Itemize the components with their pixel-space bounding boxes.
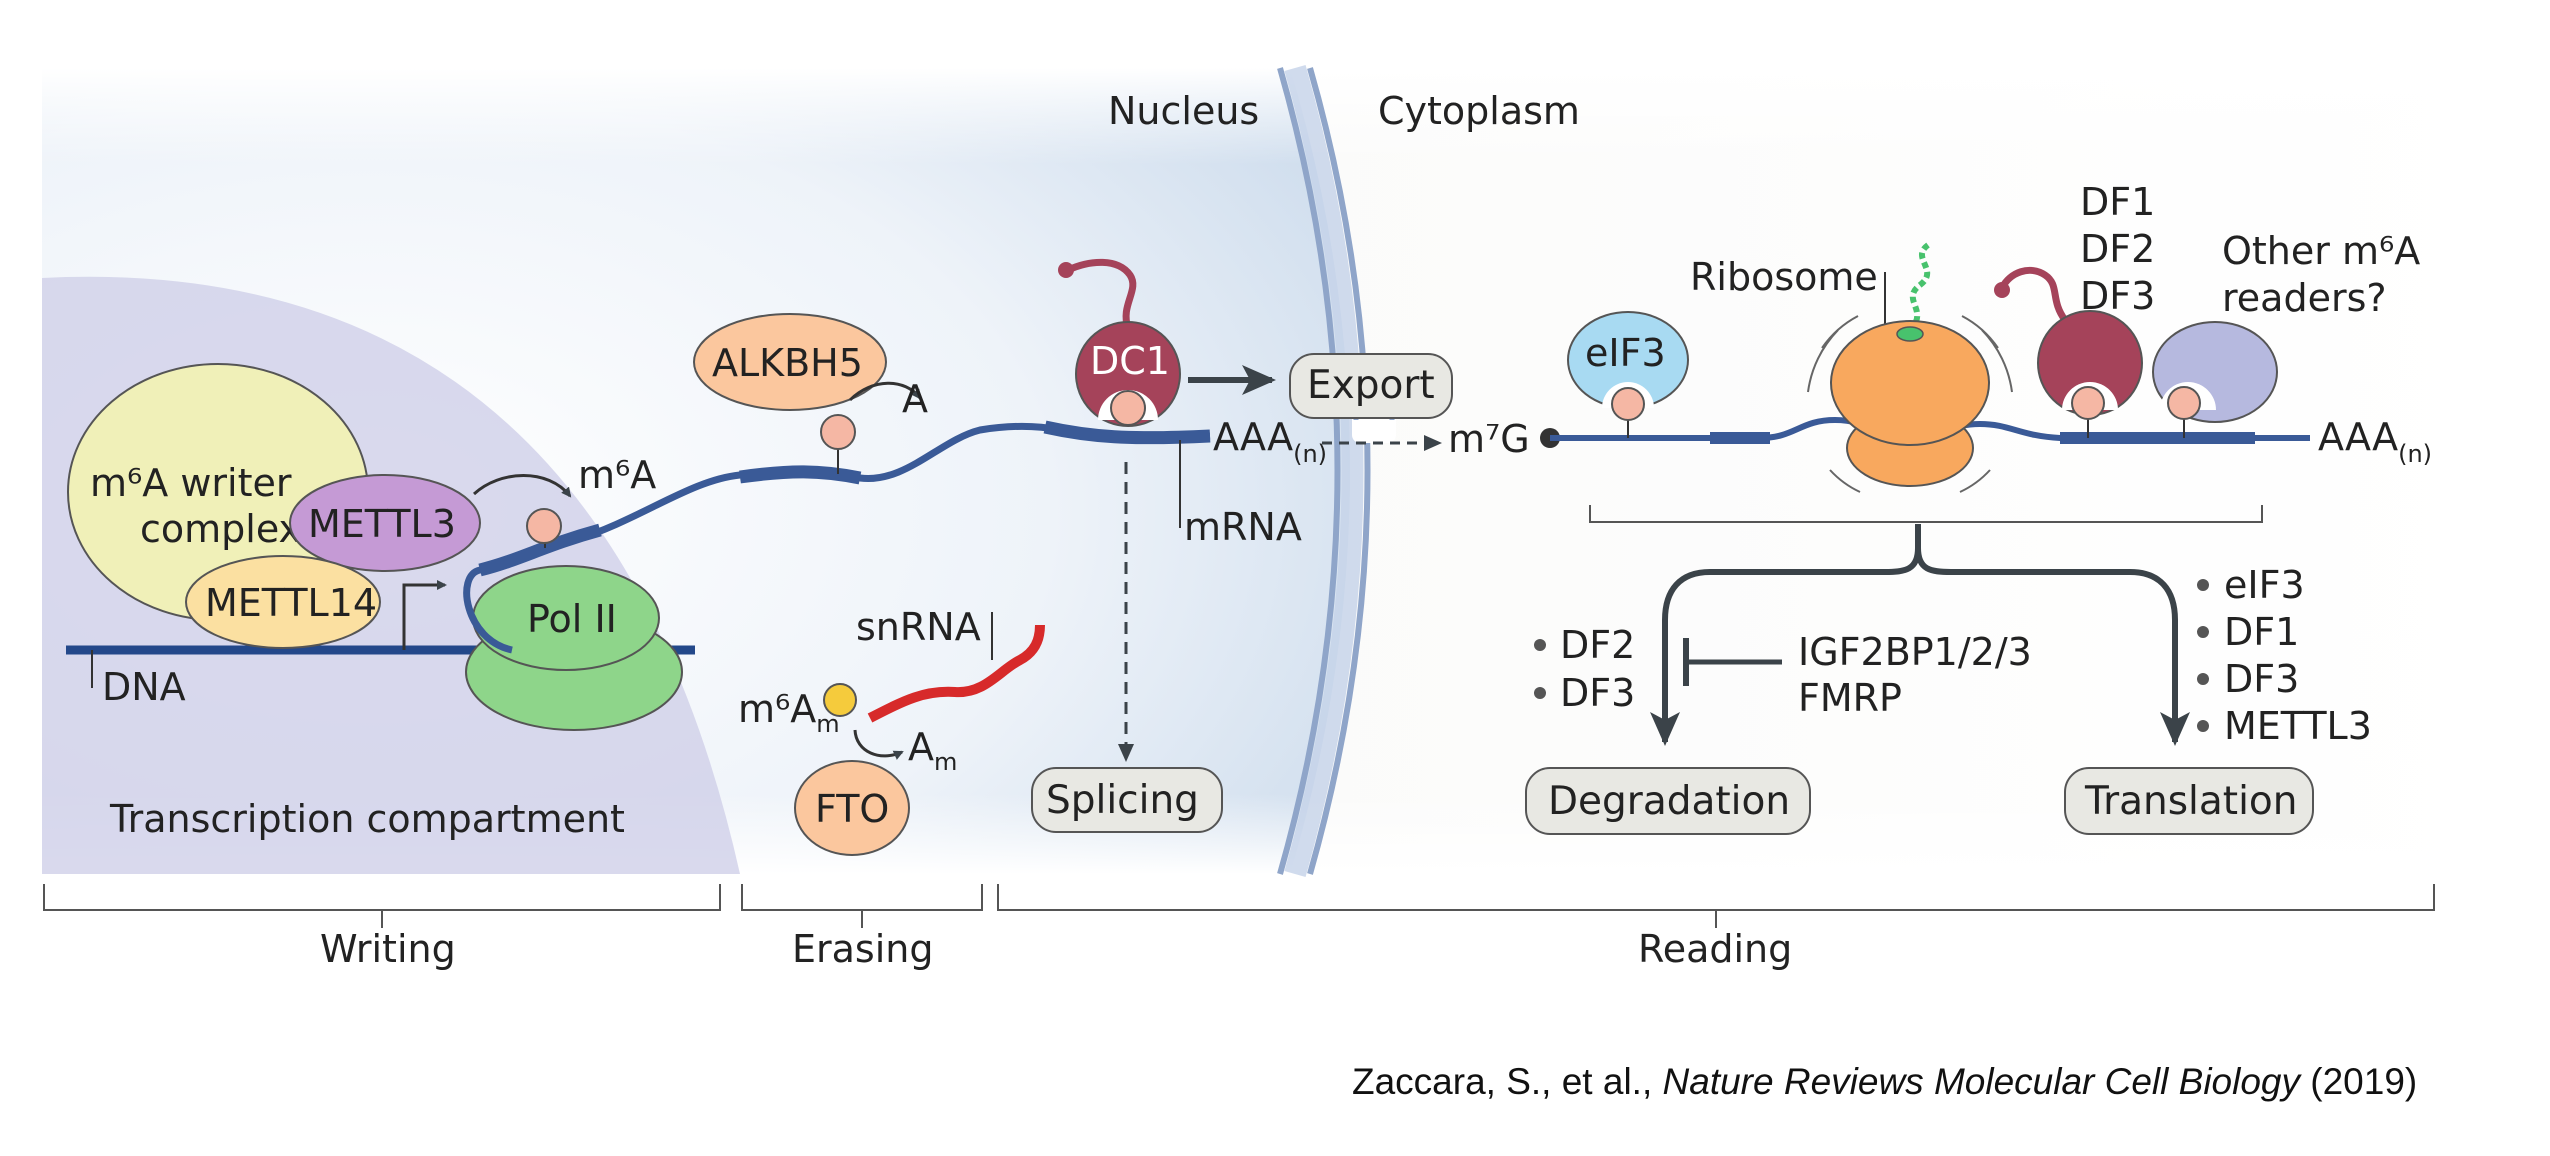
m6a-site-writing [526, 508, 562, 544]
reading-bracket [997, 884, 2435, 911]
inhibitor-fmrp: FMRP [1798, 676, 1902, 720]
bullet-degradation-2 [1534, 687, 1546, 699]
m6a-site-dc1 [1110, 390, 1146, 426]
mettl3-protein [289, 474, 481, 572]
fate-branch-stem [1650, 524, 1921, 746]
degradation-reader-df3: DF3 [1560, 671, 1635, 715]
m6a-site-df [2071, 386, 2105, 420]
ribosome-exit-site [1896, 326, 1924, 342]
nucleus-label: Nucleus [1108, 89, 1259, 133]
writing-bracket [43, 884, 721, 911]
bullet-translation-4 [2197, 720, 2209, 732]
transcription-compartment-label: Transcription compartment [109, 797, 625, 841]
alkbh5-protein [693, 313, 887, 411]
mrna-label: mRNA [1184, 505, 1302, 549]
mettl14-label: METTL14 [205, 581, 377, 625]
citation: Zaccara, S., et al., Nature Reviews Mole… [1352, 1061, 2417, 1102]
transcription-start-arrow [402, 580, 447, 650]
erasing-stage-label: Erasing [792, 927, 933, 971]
translation-reader-df3: DF3 [2224, 657, 2299, 701]
writer-complex-label-line1: m⁶A writer [90, 461, 292, 505]
degradation-box [1525, 767, 1811, 835]
dc1-tail [1066, 258, 1137, 330]
nuclear-envelope [1277, 64, 1371, 878]
df1-label: DF1 [2080, 180, 2155, 224]
demethylation-arrow [848, 381, 922, 402]
m6a-site-other [2167, 386, 2201, 420]
snrna-strand [867, 624, 1045, 723]
cytoplasm-mrna-bracket [1589, 505, 2263, 523]
fto-label: FTO [815, 787, 889, 831]
writing-stage-label: Writing [320, 927, 456, 971]
erasing-bracket [741, 884, 983, 911]
rna-thick-segment-2 [739, 465, 862, 485]
eif3-label: eIF3 [1585, 331, 1666, 375]
m6am-label: m⁶Am [738, 687, 840, 738]
df2-label: DF2 [2080, 227, 2155, 271]
fate-branch-right [1915, 547, 2190, 746]
polya-tail-cytoplasm: AAA(n) [2318, 415, 2432, 468]
m6a-site-eif3 [1611, 387, 1645, 421]
translation-reader-df1: DF1 [2224, 610, 2299, 654]
bullet-translation-1 [2197, 579, 2209, 591]
polya-tail-nuclear: AAA(n) [1213, 415, 1327, 468]
ribosome-motion-lines [1807, 315, 2013, 493]
fto-protein [794, 760, 910, 856]
cytoplasm-label: Cytoplasm [1378, 89, 1580, 133]
dna-label: DNA [102, 665, 186, 709]
inhibitor-igf2bp: IGF2BP1/2/3 [1798, 630, 2032, 674]
a-product-label: A [902, 377, 928, 421]
other-readers-label-line2: readers? [2222, 276, 2387, 320]
m7g-cap-label: m⁷G [1448, 417, 1530, 461]
snrna-label: snRNA [856, 605, 981, 649]
translation-box [2064, 767, 2314, 835]
mettl3-label: METTL3 [308, 502, 456, 546]
df-reader-tail-knob [1994, 282, 2010, 298]
fto-demethylation-arrow [853, 729, 904, 760]
ribosome-label: Ribosome [1690, 255, 1878, 299]
splicing-label: Splicing [1046, 778, 1199, 823]
degradation-reader-df2: DF2 [1560, 623, 1635, 667]
dc1-tail-knob [1058, 262, 1074, 278]
rna-thick-segment-3 [1043, 420, 1211, 445]
export-box [1289, 353, 1453, 419]
nascent-peptide [1907, 242, 1931, 333]
alkbh5-label: ALKBH5 [712, 341, 863, 385]
df3-label: DF3 [2080, 274, 2155, 318]
ribosome-large-subunit [1830, 320, 1990, 446]
other-readers-label-line1: Other m⁶A [2222, 229, 2420, 273]
splicing-box [1031, 767, 1223, 833]
pol-ii-label: Pol II [527, 597, 617, 641]
df-reader-tail [1998, 267, 2068, 323]
dc1-label: DC1 [1090, 339, 1170, 383]
m6am-cap-site [823, 683, 857, 717]
methylation-arrow [472, 474, 572, 498]
writer-complex-label-line2: complex [140, 507, 301, 551]
translation-reader-eif3: eIF3 [2224, 563, 2305, 607]
m6a-label: m⁶A [578, 453, 656, 497]
bullet-translation-2 [2197, 626, 2209, 638]
translation-reader-mettl3: METTL3 [2224, 704, 2372, 748]
degradation-label: Degradation [1548, 779, 1790, 824]
translation-label: Translation [2084, 779, 2298, 824]
reading-stage-label: Reading [1638, 927, 1792, 971]
bullet-translation-3 [2197, 673, 2209, 685]
am-label: Am [908, 725, 957, 776]
export-label: Export [1307, 363, 1435, 408]
bullet-degradation-1 [1534, 639, 1546, 651]
mettl14-protein [185, 555, 381, 649]
rna-thick-segment-1 [478, 523, 602, 577]
m6a-site-erasing [820, 414, 856, 450]
